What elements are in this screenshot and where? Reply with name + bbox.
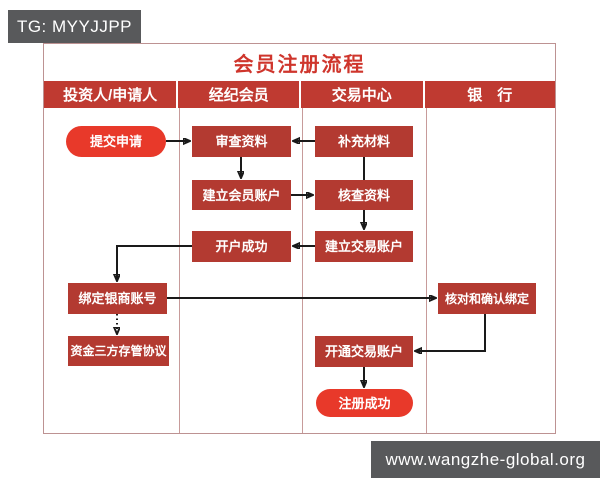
- column-divider-3: [426, 108, 427, 433]
- node-account-opened: 开户成功: [192, 231, 291, 262]
- node-verify-materials: 核查资料: [315, 180, 413, 210]
- node-supplement-materials: 补充材料: [315, 126, 413, 157]
- node-review-materials: 审查资料: [192, 126, 291, 157]
- column-header-exchange: 交易中心: [301, 81, 425, 108]
- node-tri-party-custody-agreement: 资金三方存管协议: [68, 336, 169, 366]
- column-header-investor: 投资人/申请人: [44, 81, 179, 108]
- node-registration-success: 注册成功: [316, 389, 413, 417]
- tg-badge: TG: MYYJJPP: [8, 10, 141, 43]
- column-header-broker: 经纪会员: [178, 81, 301, 108]
- node-activate-trading-account: 开通交易账户: [315, 336, 413, 367]
- column-header-bank: 银 行: [467, 87, 513, 104]
- node-check-confirm-binding: 核对和确认绑定: [438, 283, 536, 314]
- flow-arrows: [44, 44, 486, 432]
- node-create-trading-account: 建立交易账户: [315, 231, 413, 262]
- column-divider-2: [302, 108, 303, 433]
- column-header-row: 投资人/申请人 经纪会员 交易中心 银 行: [44, 81, 555, 108]
- node-submit-application: 提交申请: [66, 126, 166, 157]
- website-badge: www.wangzhe-global.org: [371, 441, 600, 478]
- column-divider-1: [179, 108, 180, 433]
- arrow-confirm-bind-to-open-trade: [416, 314, 486, 351]
- node-create-member-account: 建立会员账户: [192, 180, 291, 210]
- flowchart-frame: 会员注册流程 投资人/申请人 经纪会员 交易中心 银 行: [43, 43, 556, 434]
- arrow-open-success-to-bind-account: [117, 245, 192, 280]
- node-bind-bank-broker-account: 绑定银商账号: [68, 283, 167, 314]
- flowchart-title: 会员注册流程: [233, 54, 366, 76]
